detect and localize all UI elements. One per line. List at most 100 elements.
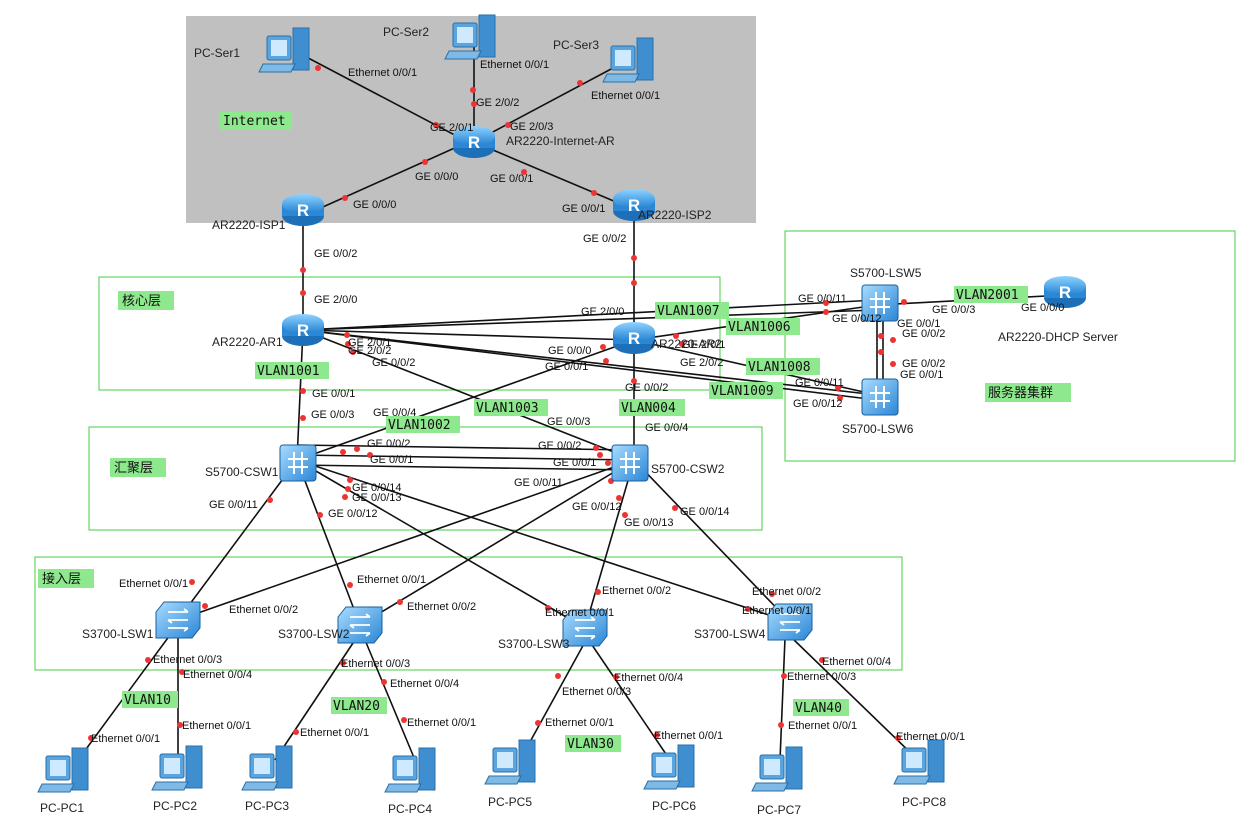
device-label: AR2220-DHCP Server — [998, 330, 1118, 344]
pc-icon[interactable] — [37, 747, 89, 793]
port-label: GE 0/0/1 — [553, 457, 596, 469]
port-label: GE 0/0/11 — [798, 293, 847, 305]
server-cluster-zone-label: 服务器集群 — [988, 385, 1053, 401]
port-label: GE 0/0/14 — [352, 482, 402, 494]
device-label: AR2220-ISP1 — [212, 218, 286, 232]
device-label: PC-PC5 — [488, 795, 532, 809]
port-label: GE 0/0/2 — [372, 357, 415, 369]
port-label: GE 0/0/1 — [562, 203, 605, 215]
vlan-label-bg — [655, 302, 729, 319]
zone-label-bg — [118, 291, 174, 310]
router-icon[interactable] — [282, 194, 324, 226]
port-label: GE 0/0/12 — [793, 398, 843, 410]
pc-icon[interactable] — [241, 745, 293, 791]
pc-icon[interactable] — [384, 747, 436, 793]
device-label: PC-PC4 — [388, 802, 432, 816]
port-label: Ethernet 0/0/1 — [357, 574, 426, 586]
vlan-label: VLAN30 — [567, 737, 614, 752]
port-label: GE 2/0/1 — [348, 337, 391, 349]
port-label: Ethernet 0/0/1 — [407, 717, 476, 729]
port-label: GE 0/0/2 — [314, 248, 357, 260]
port-label: GE 0/0/14 — [680, 506, 730, 518]
vlan-label-bg — [793, 699, 849, 716]
port-label: Ethernet 0/0/1 — [896, 731, 965, 743]
port-label: GE 0/0/1 — [897, 318, 940, 330]
pc-icon[interactable] — [751, 746, 803, 792]
port-label: Ethernet 0/0/3 — [787, 671, 856, 683]
vlan-label-bg — [331, 697, 387, 714]
vlan-label: VLAN004 — [621, 401, 676, 416]
port-label: GE 0/0/13 — [624, 517, 674, 529]
vlan-label: VLAN2001 — [956, 288, 1019, 303]
pc-icon[interactable] — [151, 745, 203, 791]
port-label: Ethernet 0/0/1 — [591, 90, 660, 102]
port-label: GE 0/0/13 — [352, 492, 402, 504]
l3-switch-icon[interactable] — [611, 444, 649, 482]
port-label: Ethernet 0/0/1 — [119, 578, 188, 590]
port-label: GE 2/0/0 — [314, 294, 357, 306]
access-zone-label: 接入层 — [42, 571, 81, 587]
port-label: Ethernet 0/0/1 — [348, 67, 417, 79]
access-zone — [34, 556, 903, 671]
internet-zone-label: Internet — [223, 114, 286, 129]
core-zone — [98, 276, 721, 391]
device-label: PC-PC7 — [757, 803, 801, 817]
aggregation-zone — [88, 426, 763, 531]
l3-switch-icon[interactable] — [861, 378, 899, 416]
zone-label-bg — [110, 458, 166, 477]
port-label: GE 0/0/1 — [312, 388, 355, 400]
port-label: GE 0/0/1 — [490, 173, 533, 185]
vlan-label-bg — [386, 416, 460, 433]
port-label: GE 2/0/1 — [430, 122, 473, 134]
port-label: Ethernet 0/0/1 — [545, 607, 614, 619]
port-label: GE 0/0/2 — [583, 233, 626, 245]
zone-label-bg — [220, 112, 292, 130]
port-label: Ethernet 0/0/4 — [183, 669, 252, 681]
port-label: GE 0/0/11 — [514, 477, 563, 489]
device-label: AR2220-Internet-AR — [506, 134, 615, 148]
router-icon[interactable] — [282, 314, 324, 346]
port-label: Ethernet 0/0/2 — [229, 604, 298, 616]
l2-switch-icon[interactable] — [155, 601, 201, 639]
l3-switch-icon[interactable] — [279, 444, 317, 482]
port-label: GE 0/0/4 — [645, 422, 688, 434]
port-label: GE 0/0/0 — [353, 199, 396, 211]
device-label: PC-PC3 — [245, 799, 289, 813]
port-label: GE 0/0/2 — [625, 382, 668, 394]
port-label: GE 0/0/11 — [209, 499, 258, 511]
vlan-label-bg — [122, 691, 178, 708]
server-cluster-zone — [784, 230, 1236, 462]
port-label: GE 0/0/3 — [311, 409, 354, 421]
port-label: Ethernet 0/0/2 — [602, 585, 671, 597]
port-label: GE 2/0/1 — [682, 339, 725, 351]
port-labels: Ethernet 0/0/1 Ethernet 0/0/1 Ethernet 0… — [91, 59, 1064, 745]
port-label: GE 0/0/2 — [367, 438, 410, 450]
port-label: Ethernet 0/0/1 — [480, 59, 549, 71]
vlan-label: VLAN1006 — [728, 320, 791, 335]
vlan-label-bg — [255, 362, 329, 379]
vlan-label: VLAN1003 — [476, 401, 539, 416]
device-label: S5700-LSW6 — [842, 422, 914, 436]
port-label: Ethernet 0/0/1 — [742, 605, 811, 617]
router-icon[interactable] — [613, 322, 655, 354]
port-label: GE 2/0/2 — [476, 97, 519, 109]
pc-icon[interactable] — [643, 744, 695, 790]
pc-icon[interactable] — [893, 739, 945, 785]
port-label: Ethernet 0/0/1 — [300, 727, 369, 739]
port-label: GE 0/0/12 — [572, 501, 622, 513]
port-label: GE 0/0/12 — [328, 508, 378, 520]
port-label: GE 2/0/2 — [348, 345, 391, 357]
port-label: GE 0/0/1 — [900, 369, 943, 381]
port-label: Ethernet 0/0/4 — [822, 656, 891, 668]
port-label: Ethernet 0/0/1 — [91, 733, 160, 745]
vlan-label: VLAN1002 — [388, 418, 451, 433]
zone-label-bg — [985, 383, 1071, 402]
vlan-label-bg — [565, 735, 621, 752]
port-label: Ethernet 0/0/1 — [545, 717, 614, 729]
device-label: S3700-LSW3 — [498, 637, 570, 651]
vlan-label: VLAN40 — [795, 701, 842, 716]
port-label: GE 0/0/12 — [832, 313, 882, 325]
device-label: S3700-LSW1 — [82, 627, 154, 641]
pc-icon[interactable] — [484, 739, 536, 785]
